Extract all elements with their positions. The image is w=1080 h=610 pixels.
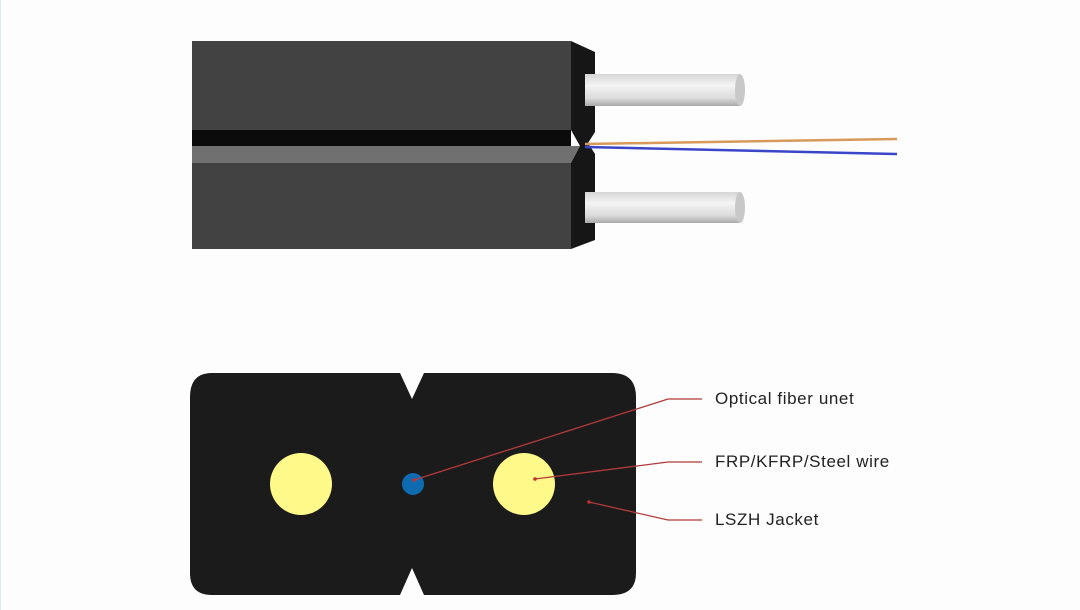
- leader-dot-jacket: [587, 500, 591, 504]
- jacket-bottom-half: [192, 163, 571, 249]
- strength-rod-bottom: [585, 192, 745, 223]
- leader-dot-strength-member: [533, 477, 537, 481]
- leader-lines: [413, 398, 702, 521]
- groove-dark: [192, 130, 571, 146]
- leader-strength-member: [534, 461, 702, 480]
- left-border: [0, 0, 1, 610]
- cable-cross-section: [190, 373, 636, 595]
- fiber-unit: [402, 473, 424, 495]
- jacket-end-face: [571, 41, 595, 249]
- leader-jacket: [588, 501, 702, 521]
- leader-optical-fiber: [413, 398, 702, 481]
- fiber-blue: [584, 145, 898, 156]
- label-strength-member: FRP/KFRP/Steel wire: [715, 452, 890, 471]
- label-optical-fiber-unit: Optical fiber unet: [715, 389, 855, 408]
- strength-member-right: [493, 453, 555, 515]
- cable-side-view: [192, 41, 898, 249]
- leader-dot-optical-fiber: [412, 478, 416, 482]
- groove-light: [192, 146, 580, 163]
- jacket-top-half: [192, 41, 571, 130]
- label-lszh-jacket: LSZH Jacket: [715, 510, 819, 529]
- strength-rod-top: [585, 74, 745, 106]
- strength-member-left: [270, 453, 332, 515]
- fiber-orange: [584, 137, 898, 146]
